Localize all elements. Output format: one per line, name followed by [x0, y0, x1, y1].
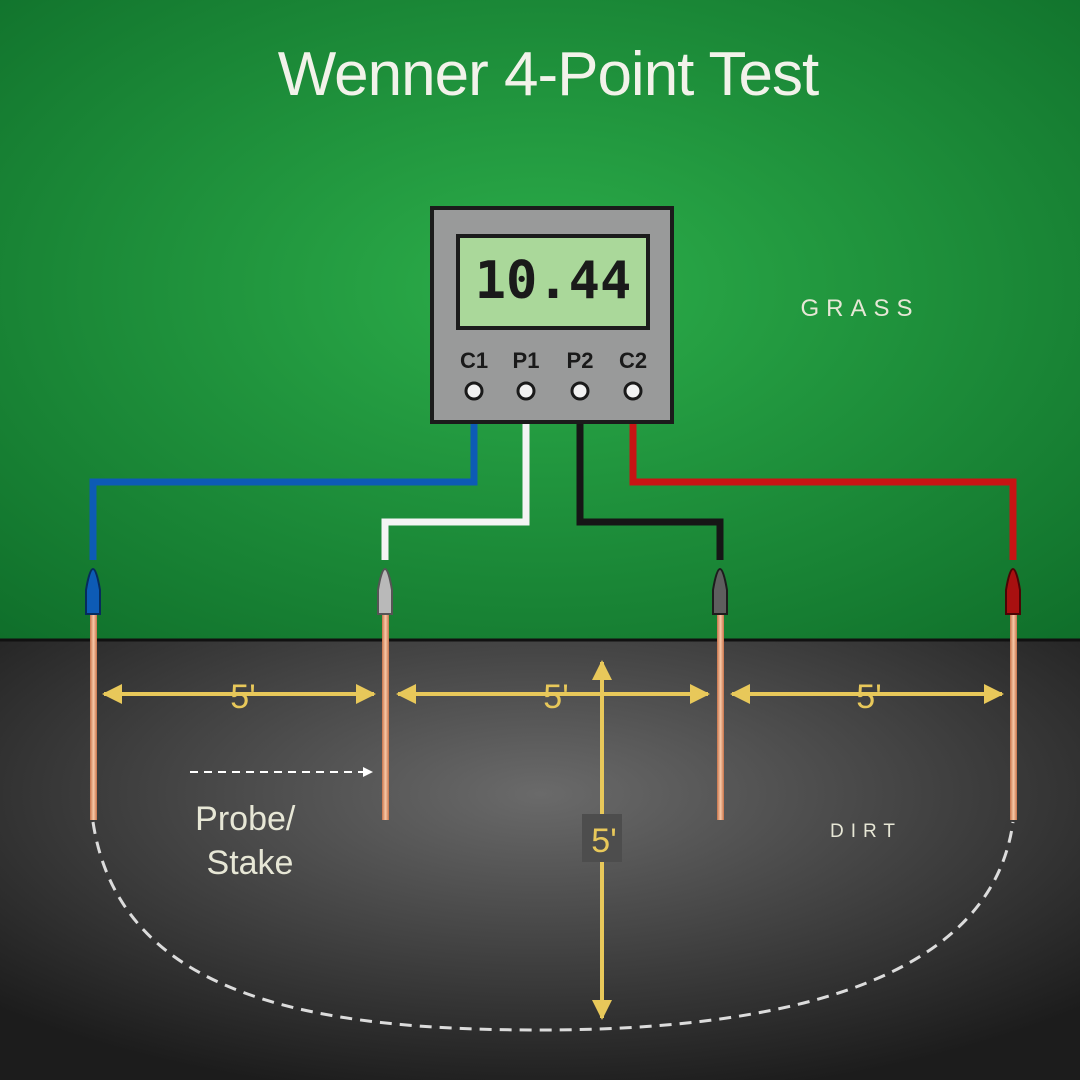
terminal-label-p2: P2: [567, 348, 594, 373]
wire-c2: [629, 395, 1017, 560]
terminal-label-c1: C1: [460, 348, 488, 373]
page-title: Wenner 4-Point Test: [278, 40, 819, 109]
terminal-c2: [623, 381, 643, 401]
probe-label-line-2: Stake: [207, 844, 294, 882]
wire-c1: [89, 395, 478, 560]
terminal-c1: [464, 381, 484, 401]
terminal-label-c2: C2: [619, 348, 647, 373]
probe-p1: [377, 568, 393, 820]
wire-p2: [576, 395, 724, 560]
wire-p1: [381, 395, 530, 560]
meter-reading: 10.44: [475, 251, 632, 311]
wires: [89, 395, 1017, 560]
probe-c1: [85, 568, 101, 820]
lcd-display: [456, 234, 650, 330]
probe-p2: [712, 568, 728, 820]
depth-label: 5': [591, 822, 616, 860]
dirt-area: [0, 640, 1080, 1080]
test-zone-outline: [91, 821, 1015, 1032]
spacing-label-2: 5': [543, 678, 568, 716]
terminal-p1: [516, 381, 536, 401]
probe-c2: [1005, 568, 1021, 820]
ground-resistance-meter: 10.44 C1 P1 P2 C2: [430, 206, 674, 424]
grass-label: GRASS: [800, 295, 919, 322]
probe-label: Probe/ Stake: [195, 800, 305, 882]
spacing-label-3: 5': [856, 678, 881, 716]
terminal-label-p1: P1: [513, 348, 540, 373]
dirt-label: DIRT: [830, 821, 902, 842]
depth-dimension: 5': [582, 660, 622, 1020]
spacing-dimensions: 5' 5' 5': [102, 678, 1004, 716]
terminal-p2: [570, 381, 590, 401]
probe-label-line-1: Probe/: [195, 800, 296, 838]
spacing-label-1: 5': [230, 678, 255, 716]
